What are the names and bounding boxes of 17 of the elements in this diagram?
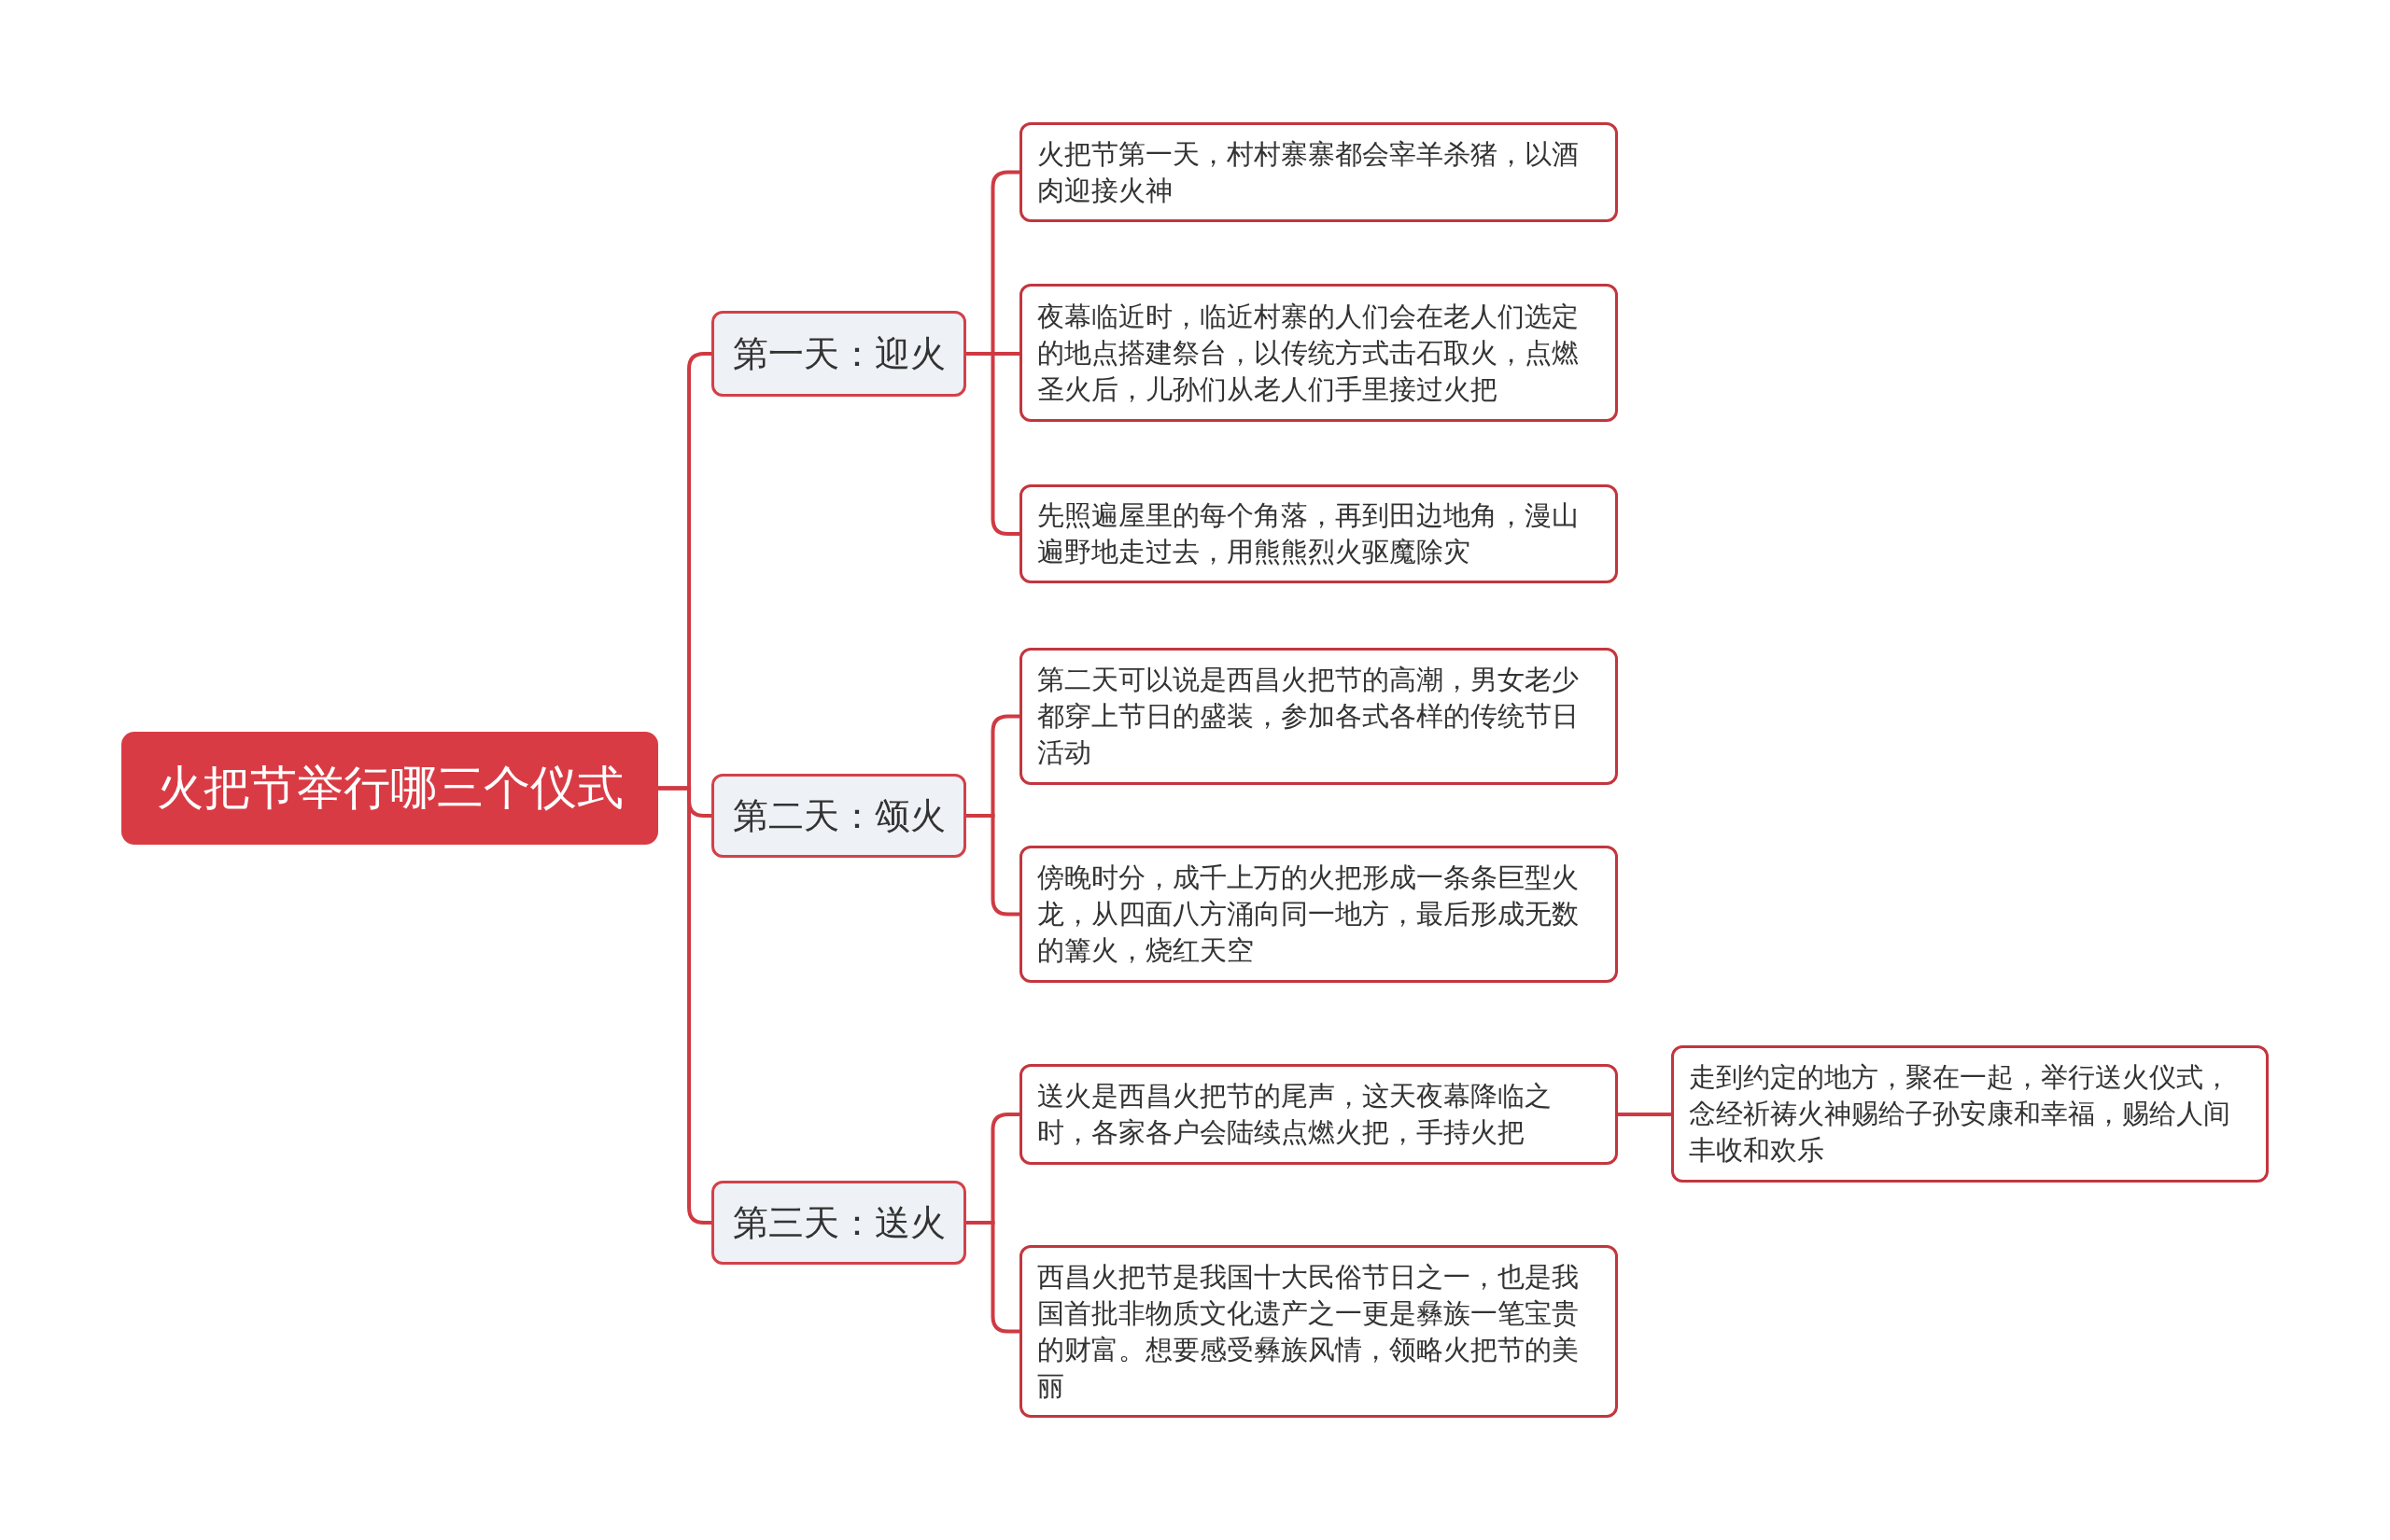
connector-line — [966, 352, 1019, 536]
subtopic-box: 夜幕临近时，临近村寨的人们会在老人们选定的地点搭建祭台，以传统方式击石取火，点燃圣火后，儿孙们从老人们手里接过火把 — [1019, 284, 1618, 422]
subtopic-box: 火把节第一天，村村寨寨都会宰羊杀猪，以酒肉迎接火神 — [1019, 122, 1618, 222]
connector-line — [966, 814, 1019, 917]
subtopic-box: 傍晚时分，成千上万的火把形成一条条巨型火龙，从四面八方涌向同一地方，最后形成无数的篝火，烧红天空 — [1019, 846, 1618, 983]
topic-box: 第一天：迎火 — [711, 311, 966, 397]
topic-box: 第三天：送火 — [711, 1181, 966, 1265]
connector-line — [966, 1221, 1019, 1334]
subtopic-box: 第二天可以说是西昌火把节的高潮，男女老少都穿上节日的盛装，参加各式各样的传统节日活动 — [1019, 648, 1618, 785]
subtopic-box: 西昌火把节是我国十大民俗节日之一，也是我国首批非物质文化遗产之一更是彝族一笔宝贵的财富。想要感受彝族风情，领略火把节的美丽 — [1019, 1245, 1618, 1418]
subtopic-box: 先照遍屋里的每个角落，再到田边地角，漫山遍野地走过去，用熊熊烈火驱魔除灾 — [1019, 484, 1618, 583]
connector-line — [658, 786, 711, 1225]
subtopic-box: 送火是西昌火把节的尾声，这天夜幕降临之时，各家各户会陆续点燃火把，手持火把 — [1019, 1064, 1618, 1165]
topic-box: 第二天：颂火 — [711, 774, 966, 858]
connector-line — [1618, 1113, 1671, 1116]
subtopic-box: 走到约定的地方，聚在一起，举行送火仪式，念经祈祷火神赐给子孙安康和幸福，赐给人间丰收和欢乐 — [1671, 1045, 2269, 1183]
central-topic: 火把节举行哪三个仪式 — [121, 732, 658, 845]
